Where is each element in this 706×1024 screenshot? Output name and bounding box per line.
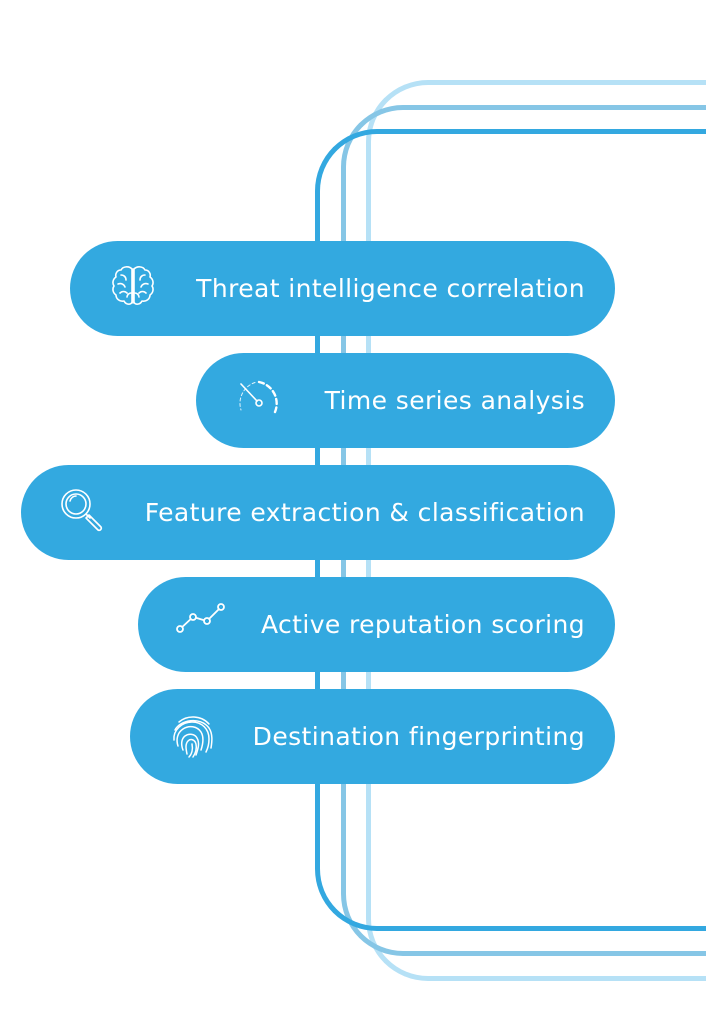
magnifier-icon — [56, 484, 112, 540]
line-graph-icon — [173, 596, 229, 652]
feature-pill-feature-extraction: Feature extraction & classification — [21, 465, 615, 560]
feature-pill-active-reputation: Active reputation scoring — [138, 577, 615, 672]
feature-pill-time-series: Time series analysis — [196, 353, 615, 448]
feature-label: Time series analysis — [324, 386, 585, 415]
feature-label: Feature extraction & classification — [144, 498, 585, 527]
feature-label: Active reputation scoring — [260, 610, 585, 639]
fingerprint-icon — [165, 708, 221, 764]
feature-pill-threat-intelligence: Threat intelligence correlation — [70, 241, 615, 336]
feature-pill-destination-fingerprinting: Destination fingerprinting — [130, 689, 615, 784]
gauge-icon — [231, 372, 287, 428]
feature-label: Destination fingerprinting — [252, 722, 585, 751]
feature-label: Threat intelligence correlation — [196, 274, 585, 303]
brain-icon — [105, 260, 161, 316]
